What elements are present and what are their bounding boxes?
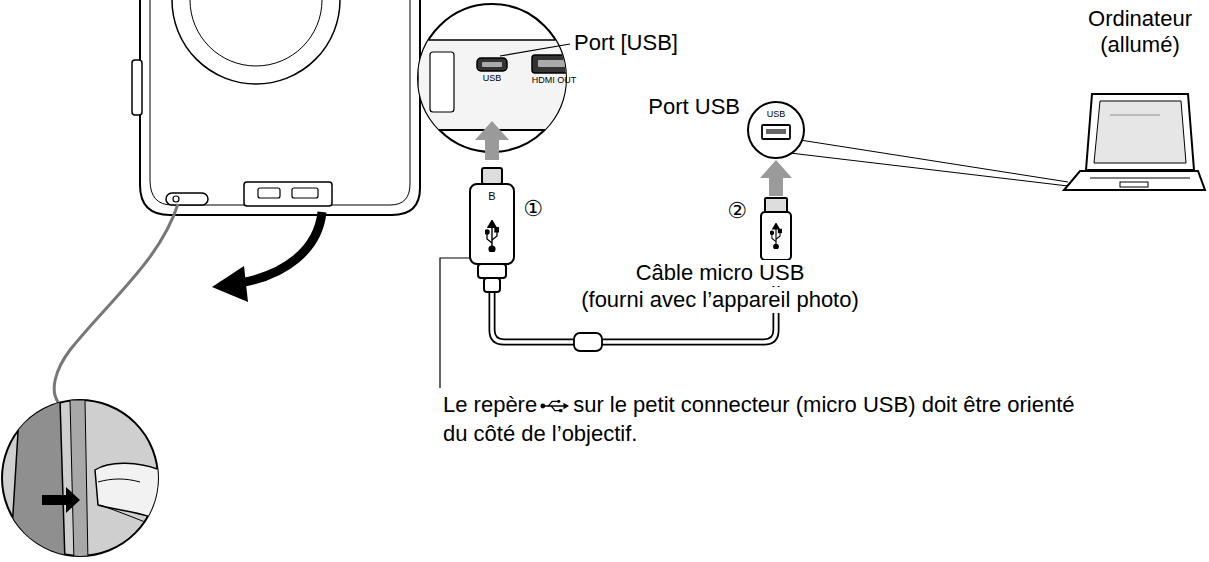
leader-line (440, 258, 470, 388)
port-marking: HDMI OUT (522, 75, 586, 86)
insert-arrow (760, 160, 792, 196)
micro-usb-connector (470, 168, 514, 292)
leader-line (500, 44, 570, 56)
cover-detail-circle (2, 400, 160, 562)
callout-number: ① (518, 196, 548, 222)
port-marking: USB (472, 73, 512, 84)
usb-symbol (540, 399, 570, 413)
connector-marking: B (482, 190, 502, 203)
device-label: Ordinateur (allumé) (1076, 6, 1204, 59)
note-text: sur le petit connecteur (micro USB) doit… (443, 392, 1075, 446)
strap-cord (54, 204, 178, 402)
cable-label: Câble micro USB (632, 260, 809, 286)
note-text: Le repère (443, 392, 537, 417)
port-marking: USB (760, 109, 792, 120)
cable-label: (fourni avec l’appareil photo) (577, 287, 863, 313)
open-cover-arrow (212, 212, 322, 302)
port-label: Port USB (610, 94, 740, 120)
callout-number: ② (722, 198, 752, 224)
port-label: Port [USB] (574, 30, 714, 56)
camera-body (132, 0, 420, 215)
laptop-port-circle (748, 102, 1068, 186)
note-block: Le repèresur le petit connecteur (micro … (443, 390, 1083, 448)
laptop (1064, 94, 1205, 190)
insert-arrow (475, 121, 509, 160)
